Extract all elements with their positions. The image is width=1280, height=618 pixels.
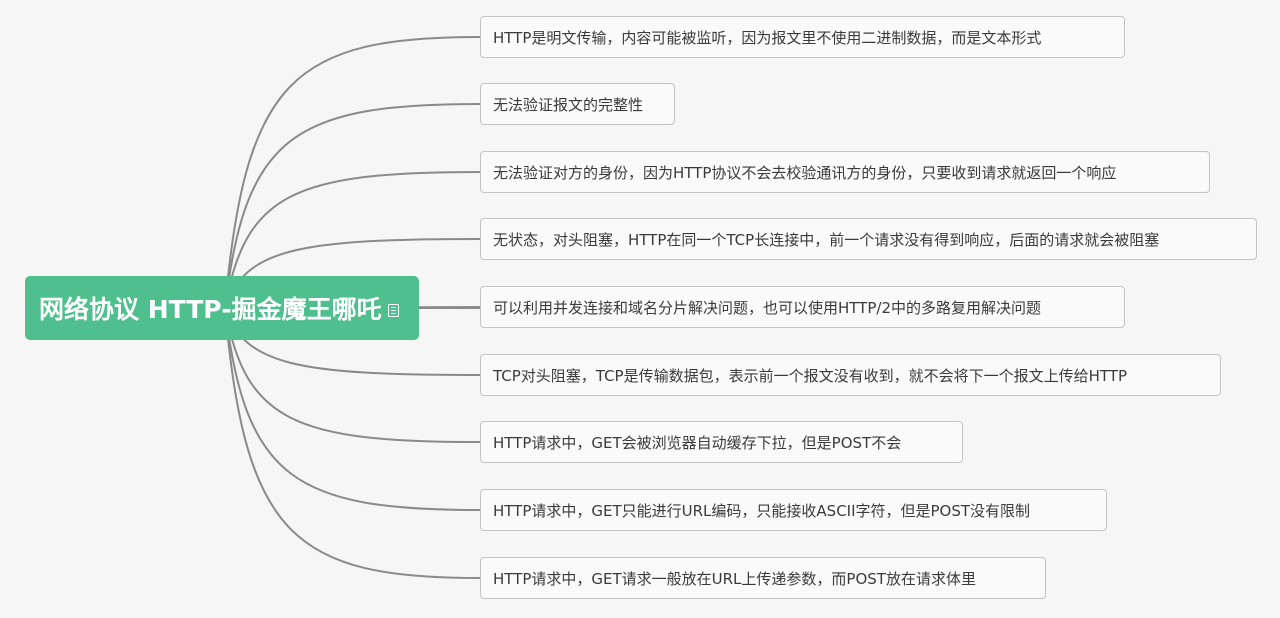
topic-label: 无法验证报文的完整性	[493, 95, 644, 114]
topic-label: HTTP请求中，GET会被浏览器自动缓存下拉，但是POST不会	[493, 433, 902, 452]
topic-label: HTTP请求中，GET请求一般放在URL上传递参数，而POST放在请求体里	[493, 569, 976, 588]
topic-label: 无状态，对头阻塞，HTTP在同一个TCP长连接中，前一个请求没有得到响应，后面的…	[493, 230, 1160, 249]
topic-tcp-blocking[interactable]: TCP对头阻塞，TCP是传输数据包，表示前一个报文没有收到，就不会将下一个报文上…	[480, 354, 1221, 396]
topic-solutions[interactable]: 可以利用并发连接和域名分片解决问题，也可以使用HTTP/2中的多路复用解决问题	[480, 286, 1125, 328]
connector-line	[224, 103, 481, 309]
topic-get-encoding[interactable]: HTTP请求中，GET只能进行URL编码，只能接收ASCII字符，但是POST没…	[480, 489, 1107, 531]
connector-line	[224, 36, 481, 309]
topic-label: 可以利用并发连接和域名分片解决问题，也可以使用HTTP/2中的多路复用解决问题	[493, 298, 1041, 317]
connector-line	[224, 307, 481, 443]
topic-stateless-blocking[interactable]: 无状态，对头阻塞，HTTP在同一个TCP长连接中，前一个请求没有得到响应，后面的…	[480, 218, 1257, 260]
topic-label: HTTP请求中，GET只能进行URL编码，只能接收ASCII字符，但是POST没…	[493, 501, 1031, 520]
topic-integrity[interactable]: 无法验证报文的完整性	[480, 83, 675, 125]
topic-label: 无法验证对方的身份，因为HTTP协议不会去校验通讯方的身份，只要收到请求就返回一…	[493, 163, 1117, 182]
topic-label: HTTP是明文传输，内容可能被监听，因为报文里不使用二进制数据，而是文本形式	[493, 28, 1042, 47]
topic-identity[interactable]: 无法验证对方的身份，因为HTTP协议不会去校验通讯方的身份，只要收到请求就返回一…	[480, 151, 1210, 193]
root-topic[interactable]: 网络协议 HTTP-掘金魔王哪吒	[25, 276, 419, 340]
topic-label: TCP对头阻塞，TCP是传输数据包，表示前一个报文没有收到，就不会将下一个报文上…	[493, 366, 1127, 385]
topic-plaintext[interactable]: HTTP是明文传输，内容可能被监听，因为报文里不使用二进制数据，而是文本形式	[480, 16, 1125, 58]
connector-line	[224, 171, 481, 309]
note-icon[interactable]	[387, 303, 399, 317]
connector-line	[224, 307, 481, 579]
topic-get-cache[interactable]: HTTP请求中，GET会被浏览器自动缓存下拉，但是POST不会	[480, 421, 963, 463]
root-title: 网络协议 HTTP-掘金魔王哪吒	[39, 295, 382, 324]
connector-line	[224, 307, 481, 511]
topic-get-params[interactable]: HTTP请求中，GET请求一般放在URL上传递参数，而POST放在请求体里	[480, 557, 1046, 599]
